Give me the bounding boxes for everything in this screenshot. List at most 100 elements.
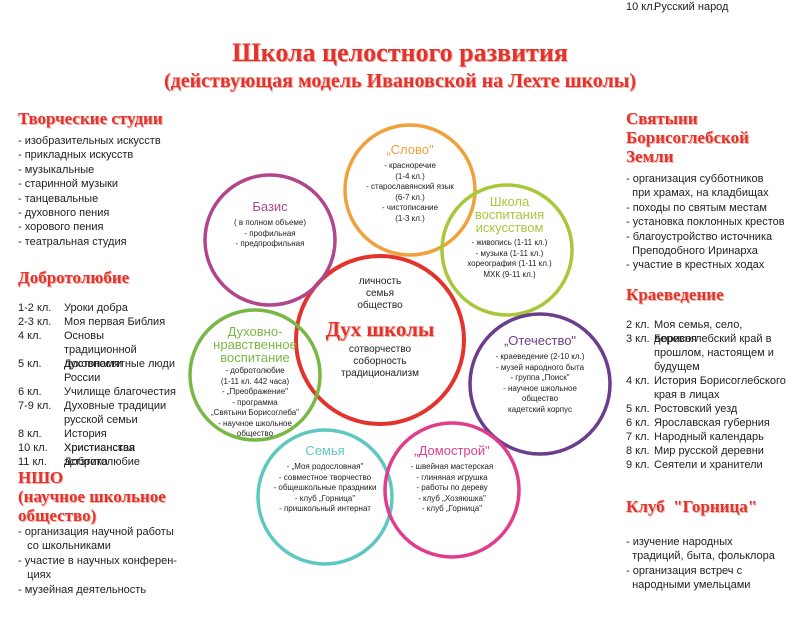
circle-duh-line: - научное школьное — [218, 418, 292, 428]
circle-slovo-line: - чистописание — [381, 203, 439, 212]
virtue-row-topic: Достопамятные люди России — [64, 358, 175, 384]
circle-semya — [256, 428, 394, 566]
circle-slovo-line: (1-4 кл.) — [395, 171, 425, 181]
circle-semya-title: Семья — [305, 443, 345, 458]
nsho-item: - музейная деятельность — [18, 583, 147, 596]
circle-bazis-title: Базис — [252, 199, 288, 214]
virtue-row-topic: Христианская эстэтика — [64, 442, 136, 468]
circle-duh-line: „Святыни Борисоглеба" — [210, 408, 300, 417]
local-row-grade: 3 кл. — [626, 333, 650, 345]
circle-domo-line: - клуб „Горница" — [421, 504, 483, 513]
circle-semya-line: - совместное творчество — [278, 472, 372, 482]
club-item: - организация встреч с — [626, 564, 743, 577]
circle-shkola-line: МХК (9-11 кл.) — [483, 269, 536, 279]
virtue-row-grade: 6 кл. — [18, 386, 42, 398]
circle-semya-text: Семья - „Моя родословная"- совместное тв… — [270, 444, 380, 515]
circle-duh-line: общество — [236, 429, 274, 438]
club-item: традиций, быта, фольклора — [626, 550, 775, 563]
circle-center-bottom-line: соборность — [353, 356, 407, 367]
circle-semya-lines: - „Моя родословная"- совместное творчест… — [270, 462, 380, 515]
virtue-row-topic: Основы традиционной духовности — [64, 330, 137, 370]
virtue-row-topic: Духовные традиции русской семьи — [64, 400, 167, 426]
circle-duh-line: - добротолюбие — [225, 366, 285, 375]
circle-bazis-text: Базис ( в полном объеме)- профильная- пр… — [215, 200, 325, 250]
circle-duh-title: Духовно-нравственное воспитание — [213, 324, 297, 365]
virtue-row-grade: 10 кл. — [18, 442, 48, 454]
circle-semya-line: - общешкольные праздники — [273, 483, 377, 492]
shrines-item: - установка поклонных крестов — [626, 216, 785, 229]
nsho-item: циях — [18, 569, 52, 582]
circle-slovo-text: „Слово" - красноречие(1-4 кл.)- старосла… — [350, 143, 470, 224]
studios-item: - танцевальные — [18, 192, 99, 205]
nsho-item: - участие в научных конферен- — [18, 554, 177, 567]
local-row-topic: История Борисоглебского края в лицах — [654, 375, 786, 401]
circle-center-bottom-line: сотворчество — [348, 344, 412, 355]
circle-otech-line: - музей народного быта — [495, 362, 585, 372]
heading-nsho: НШО (научное школьное общество) — [18, 468, 166, 525]
club-item: - изучение народных — [626, 536, 733, 548]
shrines-item: - участие в крестных ходах — [626, 259, 765, 272]
local-row-topic: Моя семья, село, деревня — [654, 319, 743, 345]
virtue-row-topic: Моя первая Библия — [64, 316, 166, 328]
circle-domo-line: - клуб „Хозяюшка" — [418, 493, 486, 503]
local-row-grade: 4 кл. — [626, 375, 650, 387]
studios-item: - музыкальные — [18, 163, 95, 176]
local-row-grade: 10 кл. — [626, 1, 656, 13]
circle-center-bottom-line: традиционализм — [341, 368, 419, 379]
circle-duh-text: Духовно-нравственное воспитание - доброт… — [200, 325, 310, 440]
local-row-grade: 2 кл. — [626, 319, 650, 331]
circle-bazis-lines: ( в полном объеме)- профильная- предпроф… — [215, 218, 325, 250]
local-row-grade: 8 кл. — [626, 445, 650, 457]
studios-item: - прикладных искусств — [18, 149, 134, 162]
circle-duh-line: - „Преображение" — [221, 387, 289, 396]
page-title: Школа целостного развития — [232, 38, 568, 67]
circle-center-top-line: личность — [358, 276, 402, 287]
virtue-row-topic: Добротолюбие — [64, 456, 141, 468]
circle-shkola-text: Школа воспитания искусством - живопись (… — [462, 195, 557, 280]
nsho-list: - организация научной работы со школьник… — [18, 525, 198, 597]
shrines-item: - походы по святым местам — [626, 201, 767, 214]
circle-shkola-title: Школа воспитания искусством — [474, 194, 545, 235]
heading-local: Краеведение — [626, 285, 724, 304]
virtue-row-topic: Уроки добра — [64, 302, 128, 314]
circle-otech-text: „Отечество" - краеведение (2-10 кл.)- му… — [485, 334, 595, 415]
studios-item: - старинной музыки — [18, 178, 119, 191]
shrines-list: - организация субботников при храмах, на… — [626, 172, 798, 273]
studios-item: - хорового пения — [18, 221, 104, 234]
circle-duh-lines: - добротолюбие(1-11 кл. 442 часа)- „Прео… — [200, 366, 310, 440]
virtue-row-topic: Училище благочестия — [64, 386, 177, 398]
local-row-topic: Народный календарь — [654, 431, 764, 443]
shrines-item: при храмах, на кладбищах — [626, 187, 769, 200]
circle-bazis-line: ( в полном объеме) — [233, 218, 307, 227]
shrines-item: - организация субботников — [626, 173, 764, 185]
circle-center — [294, 254, 466, 426]
heading-nsho-line3: общество) — [18, 506, 97, 525]
heading-shrines-line1: Святыни — [626, 109, 698, 128]
local-row-topic: Ярославская губерния — [654, 417, 770, 429]
shrines-item: Преподобного Иринарха — [626, 245, 758, 258]
circle-slovo-title: „Слово" — [386, 142, 434, 157]
studios-item: - изобразительных искусств — [18, 135, 161, 147]
circle-center-title: Дух школы — [325, 317, 435, 341]
virtue-row-grade: 8 кл. — [18, 428, 42, 440]
circle-bazis-line: - профильная — [244, 228, 296, 238]
local-row-grade: 6 кл. — [626, 417, 650, 429]
circle-domo-line: - глиняная игрушка — [416, 472, 488, 482]
heading-virtue: Добротолюбие — [18, 268, 130, 287]
circle-slovo — [343, 123, 477, 257]
circle-otech-title: „Отечество" — [503, 333, 577, 348]
circle-semya-line: - пришкольный интернат — [279, 504, 371, 513]
virtue-row-grade: 5 кл. — [18, 358, 42, 370]
circle-domo-line: - швейная мастерская — [410, 462, 494, 471]
studios-item: - духовного пения — [18, 207, 110, 220]
circle-domo-text: „Домострой" - швейная мастерская- глинян… — [402, 444, 502, 515]
local-row-topic: Мир русской деревни — [654, 445, 764, 457]
circle-slovo-line: - старославянский язык — [366, 182, 454, 191]
circle-otech-line: - группа „Поиск" — [510, 373, 570, 382]
circle-semya-line: - клуб „Горница" — [294, 493, 356, 503]
local-row-topic: Русский народ — [654, 1, 729, 13]
circle-semya-line: - „Моя родословная" — [286, 462, 364, 471]
